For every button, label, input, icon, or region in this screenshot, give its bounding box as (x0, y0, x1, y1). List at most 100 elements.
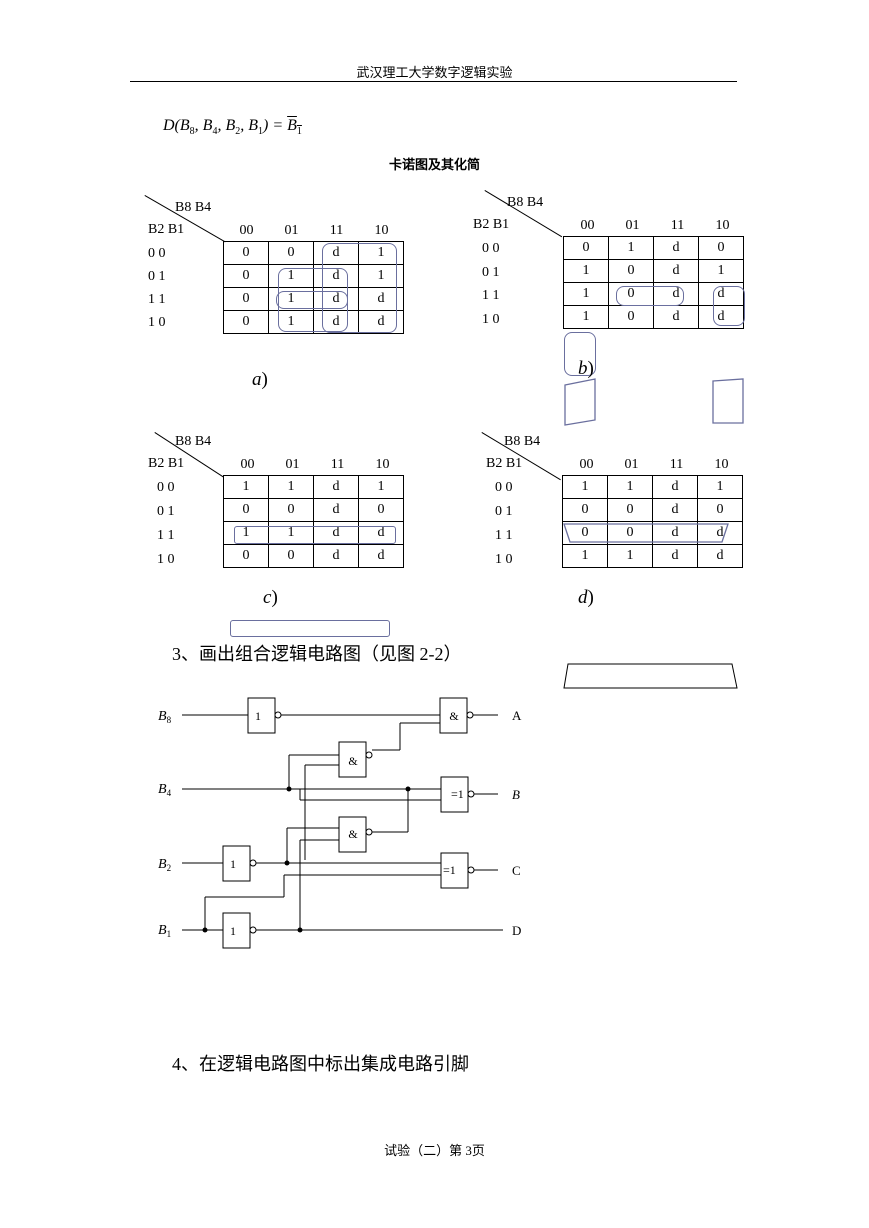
kmap-cell: 1 (563, 282, 609, 306)
kmap-cell: d (652, 544, 698, 568)
kmap-cell: 1 (268, 521, 314, 545)
kmap-col-header: 10 (374, 223, 389, 238)
kmap-caption: b) (578, 358, 594, 379)
kmap-row-header: 0 1 (495, 504, 513, 519)
kmap-cell: 1 (563, 305, 609, 329)
step-3-heading: 3、画出组合逻辑电路图（见图 2-2） (172, 644, 462, 664)
kmap-cell: 1 (607, 544, 653, 568)
kmap-row-header: 1 0 (482, 312, 500, 327)
output-label-b: B (512, 787, 520, 802)
kmap-row-header: 1 0 (148, 315, 166, 330)
kmap-cell: 0 (358, 498, 404, 522)
kmap-row-header: 1 1 (148, 292, 166, 307)
kmap-cell: 0 (608, 259, 654, 283)
kmap-cell: 0 (223, 241, 269, 265)
kmap-corner-left: B2 B1 (148, 456, 185, 471)
kmap-cell: d (653, 259, 699, 283)
kmap-group-loop (230, 620, 390, 637)
and-gate-label: & (449, 709, 459, 723)
kmap-cell: 0 (223, 310, 269, 334)
kmap-title: 卡诺图及其化简 (388, 158, 480, 173)
kmap-group-loop (234, 526, 396, 544)
output-label-a: A (512, 708, 522, 723)
kmap-cell: d (652, 498, 698, 522)
header-rule (130, 81, 737, 82)
kmap-col-header: 00 (239, 223, 254, 238)
kmap-corner-left: B2 B1 (486, 456, 523, 471)
kmap-cell: 1 (563, 259, 609, 283)
kmap-cell: 0 (223, 264, 269, 288)
kmap-col-header: 01 (624, 457, 639, 472)
kmap-cell: 1 (607, 475, 653, 499)
kmap-row-header: 1 0 (157, 552, 175, 567)
kmap-col-header: 11 (330, 457, 345, 472)
kmap-cell: d (358, 544, 404, 568)
kmap-caption: c) (263, 587, 278, 608)
logic-circuit: B8 B4 B2 B1 1 1 1 & & & =1 =1 A B C D (158, 697, 522, 949)
kmap-cell: 1 (268, 475, 314, 499)
kmap-row-header: 1 0 (495, 552, 513, 567)
input-label-b1: B1 (158, 923, 171, 939)
kmap-col-header: 10 (714, 457, 729, 472)
kmap-cell: 1 (223, 475, 269, 499)
kmap-cell: 0 (268, 241, 314, 265)
input-label-b2: B2 (158, 857, 171, 873)
kmap-b: B8 B4 B2 B1 00 01 11 10 0 0 0 1 1 1 1 0 … (473, 190, 805, 379)
kmap-cell: 1 (698, 259, 744, 283)
kmap-wrap-marks (564, 378, 744, 426)
kmap-col-header: 11 (669, 457, 684, 472)
kmap-row-header: 0 0 (157, 480, 175, 495)
kmap-wrap-mark (563, 663, 738, 689)
kmap-cell: d (653, 305, 699, 329)
kmap-cell: 0 (563, 236, 609, 260)
kmap-group-loop (564, 332, 596, 376)
kmap-cell: 1 (562, 475, 608, 499)
kmap-cell: 0 (268, 498, 314, 522)
kmap-corner-top: B8 B4 (175, 434, 212, 449)
step-4-heading: 4、在逻辑电路图中标出集成电路引脚 (172, 1054, 469, 1074)
kmap-col-header: 01 (285, 457, 300, 472)
kmap-cell: 0 (562, 498, 608, 522)
kmap-cell: d (313, 310, 359, 334)
kmap-col-header: 11 (329, 223, 344, 238)
kmap-cell: d (653, 236, 699, 260)
kmap-cell: d (313, 475, 359, 499)
kmap-cell: d (652, 475, 698, 499)
kmap-cell: 0 (223, 544, 269, 568)
xor-gate-label: =1 (451, 787, 464, 801)
kmap-corner-left: B2 B1 (473, 217, 510, 232)
kmap-col-header: 11 (670, 218, 685, 233)
xor-gate-label: =1 (443, 863, 456, 877)
formula-d: D(B8, B4, B2, B1) = B1 (163, 117, 302, 138)
kmap-corner-top: B8 B4 (504, 434, 541, 449)
input-label-b4: B4 (158, 782, 172, 798)
kmap-d: B8 B4 B2 B1 00 01 11 10 0 0 0 1 1 1 1 0 … (481, 432, 802, 612)
kmap-group-loop (616, 286, 684, 306)
kmap-cell: 0 (697, 498, 743, 522)
kmap-col-header: 10 (715, 218, 730, 233)
not-gate-label: 1 (255, 709, 261, 723)
kmap-row-header: 1 1 (482, 288, 500, 303)
kmap-col-header: 10 (375, 457, 390, 472)
kmap-row-header: 0 0 (482, 241, 500, 256)
kmap-row-header: 1 1 (495, 528, 513, 543)
kmap-cell: 0 (607, 498, 653, 522)
kmap-cell: d (313, 544, 359, 568)
kmap-caption: d) (578, 587, 594, 608)
kmap-col-header: 00 (580, 218, 595, 233)
kmap-cell: 0 (223, 498, 269, 522)
kmap-a: B8 B4 B2 B1 00 01 11 10 0 0 0 1 1 1 1 0 … (144, 195, 465, 390)
kmap-col-header: 01 (284, 223, 299, 238)
kmap-col-header: 00 (579, 457, 594, 472)
kmap-corner-left: B2 B1 (148, 222, 185, 237)
kmap-corner-top: B8 B4 (175, 200, 212, 215)
and-gate-label: & (348, 754, 358, 768)
kmap-group-loop (322, 243, 397, 333)
kmap-row-header: 0 1 (157, 504, 175, 519)
kmap-cell: d (697, 521, 743, 545)
kmap-cell: 1 (697, 475, 743, 499)
